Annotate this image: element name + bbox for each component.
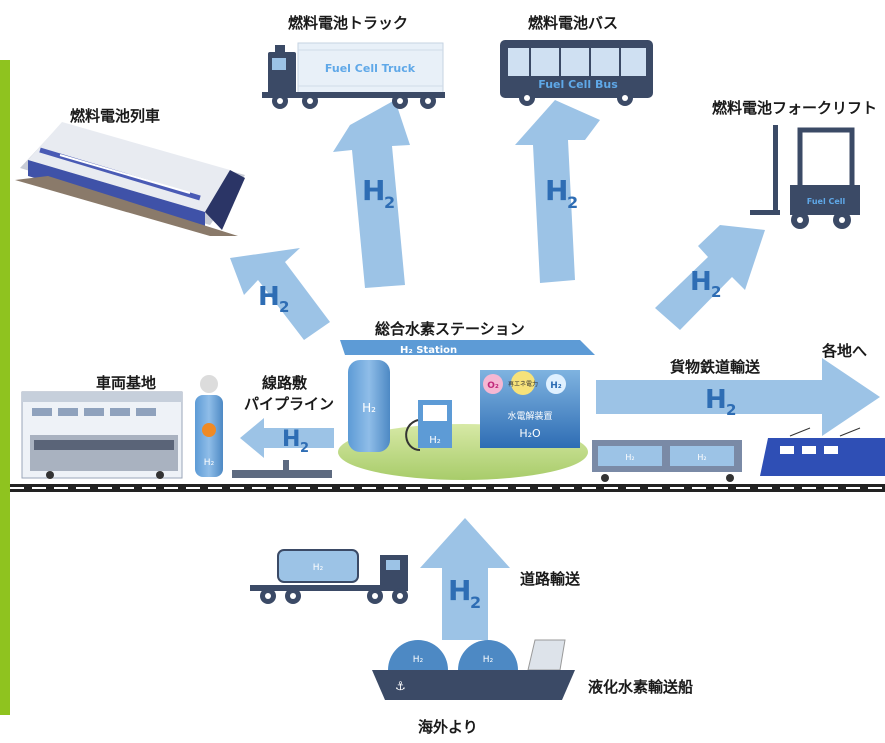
svg-text:2: 2 <box>470 593 481 612</box>
water-label: H₂O <box>519 427 541 440</box>
left-accent-bar <box>0 60 10 715</box>
arrow-pipeline: H 2 <box>240 418 334 458</box>
label-freight-rail: 貨物鉄道輸送 <box>670 358 761 376</box>
o2-bubble <box>483 374 503 394</box>
label-fuel-cell-truck: 燃料電池トラック <box>288 14 409 32</box>
depot-hydrogen-tank: H₂ <box>195 375 223 477</box>
svg-text:H: H <box>690 267 712 297</box>
svg-text:H₂: H₂ <box>483 655 494 665</box>
fuel-cell-train-illustration <box>15 122 245 236</box>
label-pipeline-line2: パイプライン <box>244 395 335 413</box>
svg-text:再エネ電力: 再エネ電力 <box>508 380 538 388</box>
label-pipeline-line1: 線路敷 <box>262 374 308 392</box>
svg-text:H: H <box>448 574 471 607</box>
anchor-icon: ⚓ <box>395 679 406 693</box>
bus-side-text: Fuel Cell Bus <box>538 78 618 91</box>
lh2-carrier-ship: H₂ H₂ ⚓ <box>372 639 575 700</box>
svg-text:2: 2 <box>279 298 289 316</box>
arrow-from-ship: H 2 <box>420 518 510 640</box>
truck-side-text: Fuel Cell Truck <box>325 62 416 75</box>
label-fuel-cell-train: 燃料電池列車 <box>70 107 161 125</box>
station-sign: H₂ Station <box>400 345 457 356</box>
fuel-cell-truck-illustration: Fuel Cell Truck <box>262 42 445 109</box>
storage-tank <box>348 360 390 452</box>
label-depot: 車両基地 <box>96 374 157 392</box>
rail-track <box>10 484 885 492</box>
svg-text:2: 2 <box>384 193 395 212</box>
label-fuel-cell-bus: 燃料電池バス <box>528 14 619 32</box>
arrow-to-truck: H 2 <box>333 100 410 288</box>
svg-text:H: H <box>705 385 727 415</box>
svg-text:2: 2 <box>567 193 578 212</box>
fuel-cell-bus-illustration: Fuel Cell Bus <box>500 40 653 106</box>
arrow-to-bus: H 2 <box>515 100 600 283</box>
label-fuel-cell-forklift: 燃料電池フォークリフト <box>712 99 878 117</box>
svg-text:2: 2 <box>711 283 721 301</box>
svg-text:H₂: H₂ <box>550 381 562 391</box>
arrow-to-train: H 2 <box>230 248 330 340</box>
svg-text:H: H <box>282 427 300 452</box>
arrow-to-forklift: H 2 <box>655 225 765 330</box>
svg-text:H₂: H₂ <box>362 401 376 415</box>
pipeline-pipe <box>232 460 332 478</box>
svg-text:H: H <box>545 174 568 207</box>
road-tanker-truck: H₂ <box>250 549 408 604</box>
forklift-illustration: Fuel Cell <box>750 125 860 229</box>
arrow-freight: H 2 <box>596 358 880 436</box>
svg-text:O₂: O₂ <box>487 381 499 391</box>
svg-text:H₂: H₂ <box>204 458 215 468</box>
label-destinations: 各地へ <box>822 342 868 360</box>
depot-building <box>21 391 183 479</box>
locomotive <box>760 438 885 476</box>
freight-train: H₂ H₂ <box>592 427 885 482</box>
svg-text:H: H <box>362 174 385 207</box>
arrow-label-h: H <box>258 282 280 312</box>
hydrogen-station: H₂ Station H₂ H₂ O₂ 再エネ電力 H₂ 水電解装置 H₂O <box>338 340 595 480</box>
label-road-transport: 道路輸送 <box>520 570 581 588</box>
electrolyzer-label: 水電解装置 <box>507 410 552 422</box>
svg-text:H₂: H₂ <box>697 453 706 462</box>
svg-text:H₂: H₂ <box>625 453 634 462</box>
svg-text:2: 2 <box>300 441 309 456</box>
h2-bubble <box>546 374 566 394</box>
label-lh2-ship: 液化水素輸送船 <box>588 678 694 696</box>
svg-text:H₂: H₂ <box>313 563 324 573</box>
renewable-power-bubble <box>511 371 535 395</box>
svg-text:H₂: H₂ <box>429 435 441 446</box>
forklift-side-text: Fuel Cell <box>807 197 846 206</box>
label-hydrogen-station: 総合水素ステーション <box>375 320 525 338</box>
label-from-overseas: 海外より <box>418 718 478 736</box>
svg-text:H₂: H₂ <box>413 655 424 665</box>
svg-text:2: 2 <box>726 401 736 419</box>
